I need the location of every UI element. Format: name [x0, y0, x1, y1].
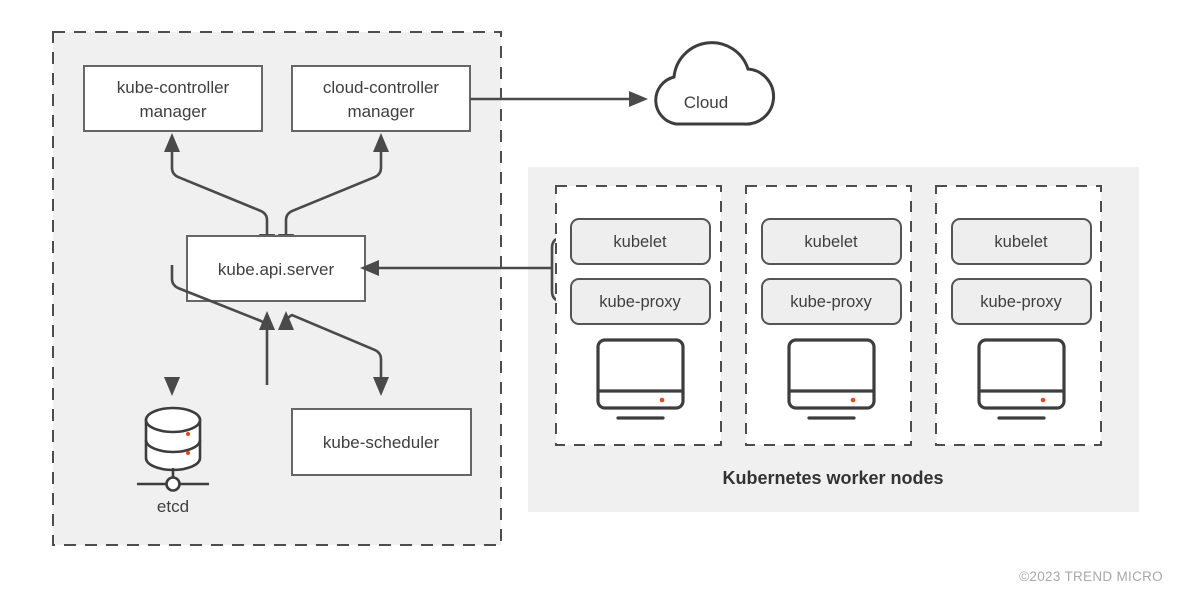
- kube-controller-manager-label-line1: kube-controller: [117, 78, 230, 97]
- worker-node-1-kube-proxy: kube-proxy: [570, 278, 711, 325]
- worker-node-3-kubelet: kubelet: [951, 218, 1092, 265]
- worker-node-2-kube-proxy-label: kube-proxy: [790, 293, 872, 311]
- worker-node-3-kubelet-label: kubelet: [994, 233, 1048, 251]
- worker-node-1-kubelet: kubelet: [570, 218, 711, 265]
- connector-cloud-controller-to-cloud: [470, 91, 648, 107]
- worker-node-2: kubelet kube-proxy: [745, 185, 912, 446]
- kube-api-server-label: kube.api.server: [218, 260, 335, 279]
- cloud-controller-manager-box: cloud-controller manager: [291, 65, 471, 132]
- kube-scheduler-label: kube-scheduler: [323, 433, 440, 452]
- kube-api-server-box: kube.api.server: [186, 235, 366, 302]
- worker-node-3-kube-proxy-label: kube-proxy: [980, 293, 1062, 311]
- cloud-controller-manager-label-line1: cloud-controller: [323, 78, 440, 97]
- kube-controller-manager-box: kube-controller manager: [83, 65, 263, 132]
- kube-controller-manager-label-line2: manager: [139, 102, 206, 121]
- etcd-label: etcd: [157, 497, 189, 516]
- worker-node-2-machine-icon: [787, 338, 876, 420]
- worker-node-1-kubelet-label: kubelet: [613, 233, 667, 251]
- copyright-label: ©2023 TREND MICRO: [1019, 569, 1163, 584]
- cloud-controller-manager-label-line2: manager: [347, 102, 414, 121]
- worker-node-3-kube-proxy: kube-proxy: [951, 278, 1092, 325]
- worker-node-1-kube-proxy-label: kube-proxy: [599, 293, 681, 311]
- connector-apiserver-to-etcd: [164, 265, 275, 396]
- worker-node-3: kubelet kube-proxy: [935, 185, 1102, 446]
- worker-nodes-section-label: Kubernetes worker nodes: [722, 468, 943, 488]
- cloud-label: Cloud: [684, 93, 728, 112]
- worker-node-3-machine-icon: [977, 338, 1066, 420]
- cloud-icon: Cloud: [654, 41, 775, 126]
- worker-node-2-kubelet: kubelet: [761, 218, 902, 265]
- connector-apiserver-to-scheduler: [278, 311, 389, 396]
- worker-node-1-machine-icon: [596, 338, 685, 420]
- worker-node-2-kubelet-label: kubelet: [804, 233, 858, 251]
- worker-node-2-kube-proxy: kube-proxy: [761, 278, 902, 325]
- worker-node-1: kubelet kube-proxy: [555, 185, 722, 446]
- kube-scheduler-box: kube-scheduler: [291, 408, 472, 476]
- etcd-icon: etcd: [137, 406, 209, 516]
